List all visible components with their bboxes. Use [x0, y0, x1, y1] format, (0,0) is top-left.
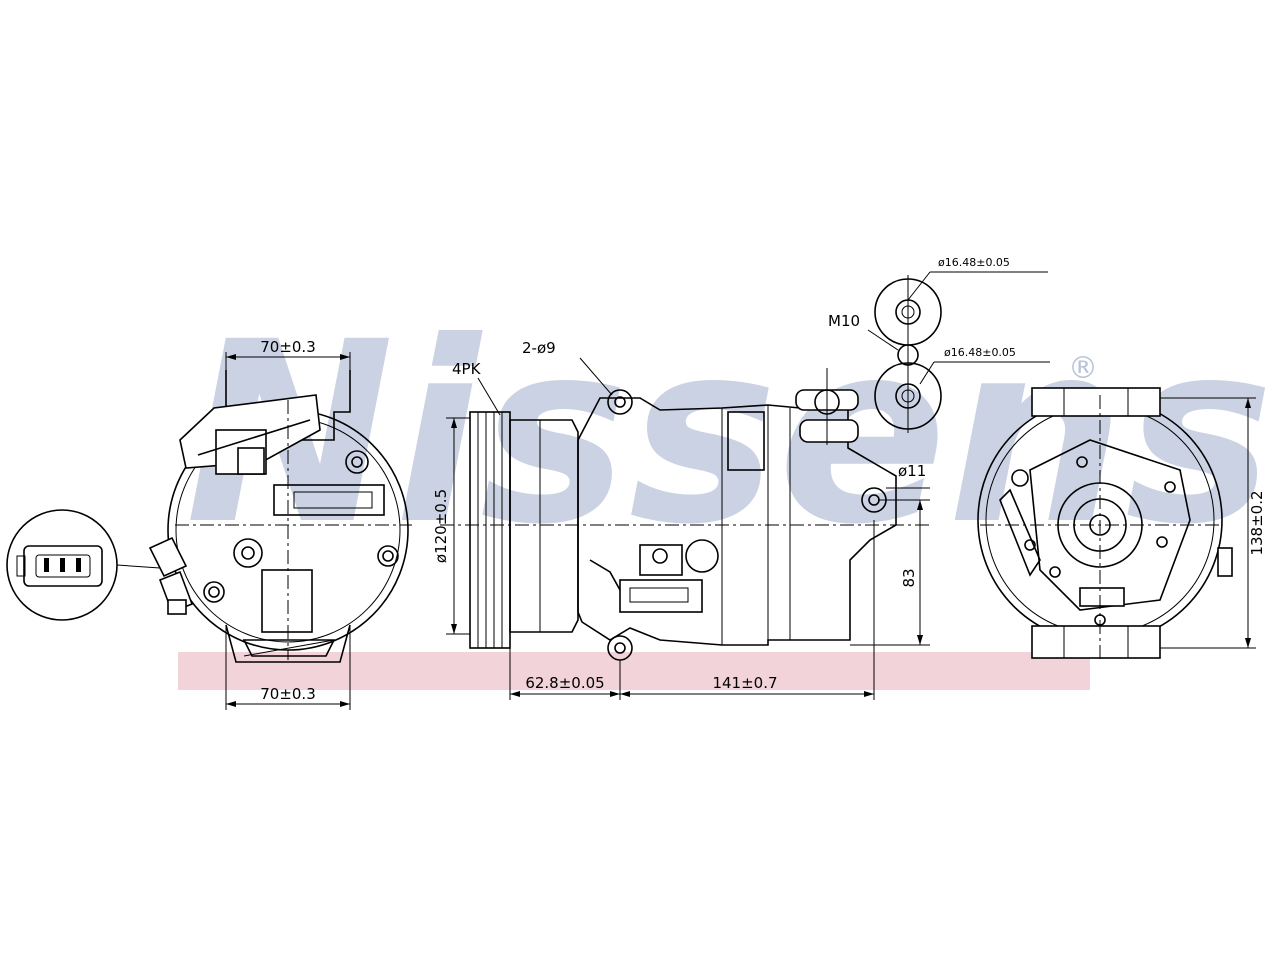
connector-pin — [60, 558, 65, 572]
length-label: 141±0.7 — [712, 674, 777, 692]
rear-view — [977, 387, 1233, 660]
front-dim-top: 70±0.3 — [225, 338, 351, 372]
port-upper-label: ø16.48±0.05 — [938, 256, 1010, 269]
connector-pin — [76, 558, 81, 572]
rear-height-label: 138±0.2 — [1248, 490, 1266, 555]
offset-label: 62.8±0.05 — [525, 674, 604, 692]
connector-detail — [6, 509, 161, 621]
thread-label: M10 — [828, 312, 860, 330]
front-view — [148, 370, 412, 663]
front-width-top-label: 70±0.3 — [260, 338, 316, 356]
holes-label: 2-ø9 — [522, 339, 556, 357]
watermark-brand: Nissens — [185, 288, 1274, 579]
connector-pin — [44, 558, 49, 572]
port-detail: ø16.48±0.05 ø16.48±0.05 M10 — [828, 256, 1050, 433]
belt-label: 4PK — [452, 360, 482, 378]
watermark-band — [178, 652, 1090, 690]
hole-label: ø11 — [898, 462, 926, 480]
side-view — [440, 368, 930, 661]
pulley-diameter-label: ø120±0.5 — [432, 489, 450, 563]
port-lower-label: ø16.48±0.05 — [944, 346, 1016, 359]
front-width-bottom-label: 70±0.3 — [260, 685, 316, 703]
rear-dim: 138±0.2 — [1160, 397, 1266, 649]
height-label: 83 — [900, 568, 918, 587]
front-dim-bottom: 70±0.3 — [225, 625, 351, 710]
side-annotations: 4PK 2-ø9 ø120±0.5 62.8±0.05 141±0.7 ø11 … — [432, 339, 930, 700]
watermark-registered-mark: ® — [1068, 351, 1098, 386]
